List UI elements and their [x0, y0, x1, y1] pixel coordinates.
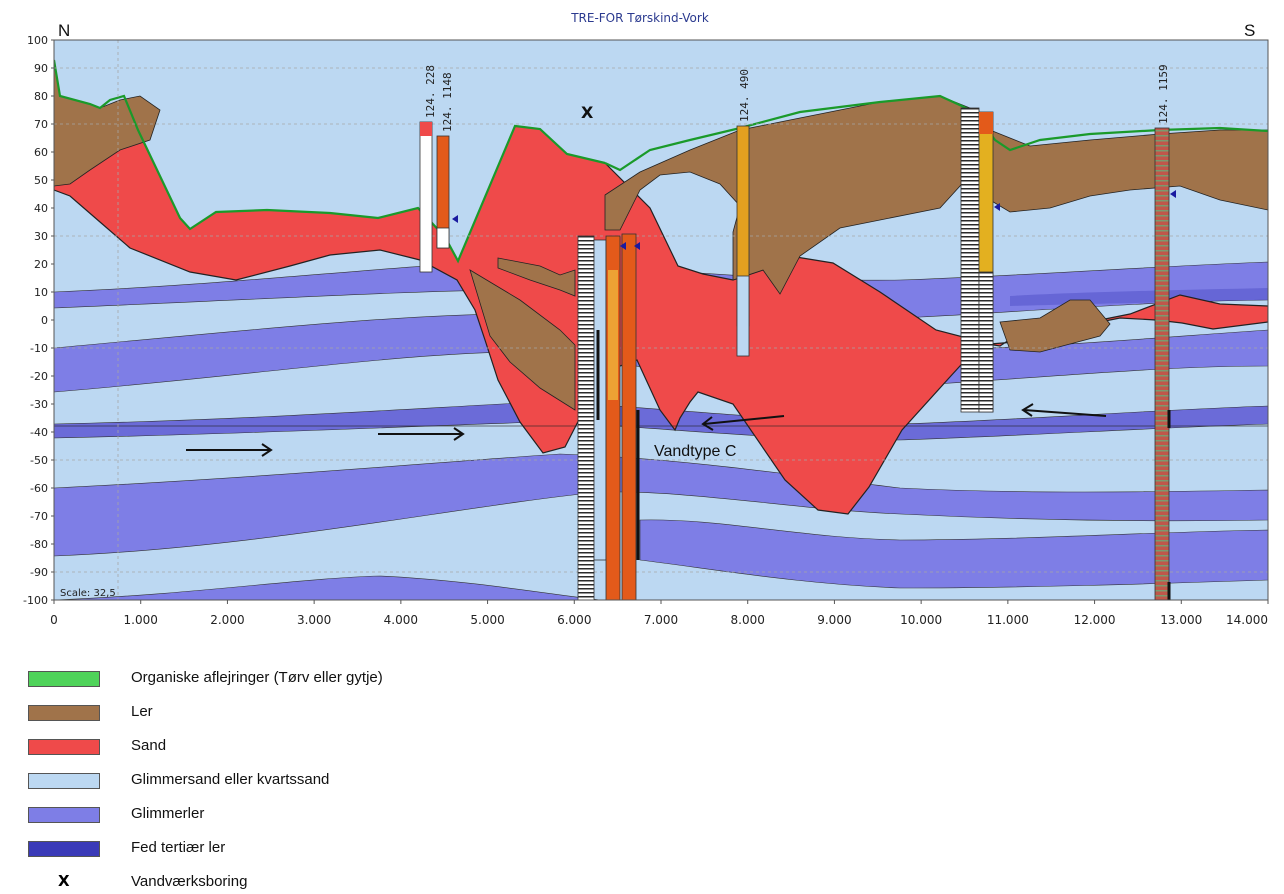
borehole-cluster-b	[593, 239, 607, 561]
borehole-11000-d	[978, 271, 994, 413]
x-tick-label: 11.000	[987, 613, 1029, 627]
mica-clay-band-5	[54, 575, 601, 600]
y-tick-label: 90	[34, 62, 48, 75]
y-tick-label: -100	[23, 594, 48, 607]
legend-symbol: X	[58, 872, 70, 890]
x-tick-label: 5.000	[470, 613, 504, 627]
scale-label: Scale: 32,5	[60, 588, 116, 599]
x-tick-label: 13.000	[1160, 613, 1202, 627]
legend-item: Sand	[28, 736, 628, 758]
y-tick-label: -80	[30, 538, 48, 551]
y-tick-label: -90	[30, 566, 48, 579]
legend-label: Ler	[131, 703, 153, 720]
y-axis: 1009080706050403020100-10-20-30-40-50-60…	[23, 34, 54, 607]
grid	[54, 40, 1268, 600]
y-tick-label: -20	[30, 370, 48, 383]
legend-label: Glimmersand eller kvartssand	[131, 771, 330, 788]
borehole-label: 124. 1148	[441, 72, 454, 132]
y-tick-label: 100	[27, 34, 48, 47]
y-tick-label: 20	[34, 258, 48, 271]
legend-swatch	[28, 671, 100, 687]
y-tick-label: -30	[30, 398, 48, 411]
flow-arrows	[186, 403, 1107, 457]
terrain-surface	[54, 59, 606, 264]
compass-north: N	[58, 21, 70, 40]
y-tick-label: -50	[30, 454, 48, 467]
legend-label: Sand	[131, 737, 167, 754]
layer-group: Vandtype C X Scale: 32,5	[54, 40, 1268, 600]
y-tick-label: 10	[34, 286, 48, 299]
y-tick-label: 80	[34, 90, 48, 103]
x-tick-label: 12.000	[1074, 613, 1116, 627]
borehole-cluster-d-marks	[608, 270, 618, 400]
x-tick-label: 8.000	[731, 613, 765, 627]
y-tick-label: -60	[30, 482, 48, 495]
legend-item: Glimmersand eller kvartssand	[28, 770, 628, 792]
legend-item: X Vandværksboring	[28, 872, 628, 894]
x-axis: 0 1.000 2.000 3.000 4.000 5.000 6.000 7.000 8.00…	[50, 600, 1269, 627]
legend-label: Glimmerler	[131, 805, 205, 822]
legend-swatch	[28, 705, 100, 721]
y-tick-label: 30	[34, 230, 48, 243]
legend-label: Organiske aflejringer (Tørv eller gytje)	[131, 669, 383, 686]
borehole-124-228	[419, 121, 433, 273]
y-tick-label: 50	[34, 174, 48, 187]
legend-item: Ler	[28, 702, 628, 724]
legend-item: Fed tertiær ler	[28, 838, 628, 860]
x-tick-label: 14.000	[1226, 613, 1268, 627]
legend-swatch	[28, 807, 100, 823]
legend-swatch	[28, 739, 100, 755]
x-tick-label: 1.000	[124, 613, 158, 627]
y-tick-label: 0	[41, 314, 48, 327]
x-tick-label: 3.000	[297, 613, 331, 627]
legend-label: Vandværksboring	[131, 873, 248, 890]
legend-swatch	[28, 841, 100, 857]
legend-item: Glimmerler	[28, 804, 628, 826]
y-tick-label: 60	[34, 146, 48, 159]
legend-label: Fed tertiær ler	[131, 839, 226, 856]
x-tick-label: 10.000	[900, 613, 942, 627]
x-tick-label: 2.000	[210, 613, 244, 627]
mica-clay-band-4	[54, 453, 1268, 557]
borehole-124-490-lower	[736, 275, 750, 357]
borehole-124-228-top	[420, 122, 432, 136]
y-tick-label: -10	[30, 342, 48, 355]
legend-swatch	[28, 773, 100, 789]
y-tick-label: -70	[30, 510, 48, 523]
boreholes	[419, 107, 1171, 600]
terrain-surface-2	[604, 94, 1268, 172]
borehole-11000-a	[960, 107, 980, 413]
borehole-124-1148-base	[436, 227, 450, 249]
y-tick-label: -40	[30, 426, 48, 439]
vandtype-label: Vandtype C	[654, 443, 736, 460]
y-tick-label: 40	[34, 202, 48, 215]
y-tick-label: 70	[34, 118, 48, 131]
borehole-cluster-d	[621, 233, 637, 600]
x-tick-label: 4.000	[384, 613, 418, 627]
compass-south: S	[1244, 21, 1255, 40]
mica-clay-band-6	[639, 519, 1268, 589]
waterworks-well-mark: X	[581, 103, 594, 122]
borehole-label: 124. 490	[738, 69, 751, 122]
x-tick-label: 7.000	[644, 613, 678, 627]
borehole-label: 124. 1159	[1157, 64, 1170, 124]
x-tick-label: 0	[50, 613, 58, 627]
water-level-markers	[452, 190, 1176, 250]
borehole-cluster-a	[577, 235, 595, 600]
x-tick-label: 9.000	[817, 613, 851, 627]
borehole-label: 124. 228	[424, 65, 437, 118]
borehole-124-1159	[1154, 127, 1170, 600]
borehole-labels: 124. 228 124. 1148 124. 490 124. 1159	[424, 64, 1170, 132]
legend-item: Organiske aflejringer (Tørv eller gytje)	[28, 668, 628, 690]
x-tick-label: 6.000	[557, 613, 591, 627]
borehole-11000-c	[979, 112, 993, 134]
section-title: TRE-FOR Tørskind-Vork	[570, 11, 709, 25]
